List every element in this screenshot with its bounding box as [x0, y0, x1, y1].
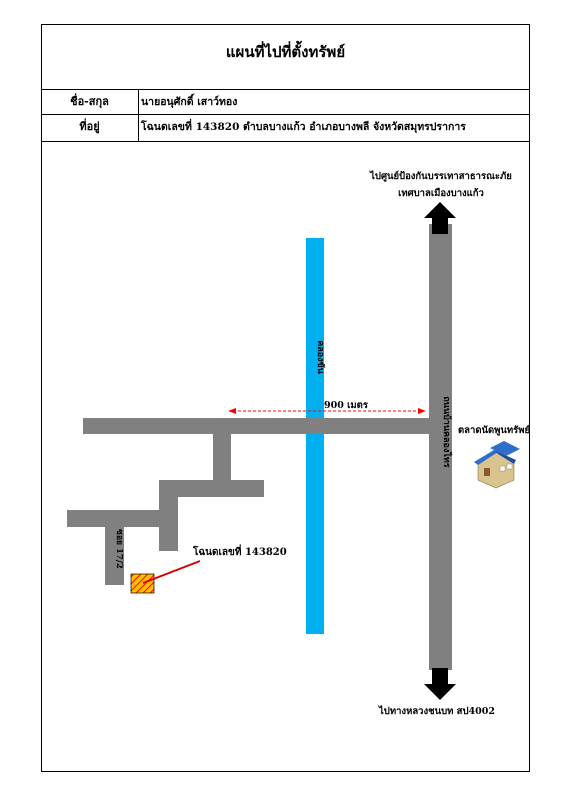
north-direction-line2: เทศบาลเมืองบางแก้ว — [398, 187, 484, 199]
north-direction-line1: ไปศูนย์ป้องกันบรรเทาสาธารณะภัย — [369, 170, 512, 183]
canal-label: คลองขัน — [315, 340, 326, 374]
divider — [138, 89, 139, 141]
divider — [41, 141, 530, 142]
arrow-up-icon — [424, 202, 456, 234]
divider — [41, 89, 530, 90]
main-road — [429, 224, 452, 670]
plot-label: โฉนดเลขที่ 143820 — [192, 544, 287, 558]
main-road-label: ถนนบ้านคลองไทร — [441, 396, 453, 467]
building-icon — [474, 441, 520, 489]
canal — [306, 238, 324, 634]
name-label: ชื่อ-สกุล — [70, 95, 109, 108]
soi-road — [105, 510, 124, 585]
divider — [41, 114, 530, 115]
plot-pointer — [142, 560, 201, 584]
distance-label: 900 เมตร — [324, 400, 369, 411]
address-label: ที่อยู่ — [79, 120, 100, 133]
map-frame — [41, 24, 530, 772]
south-direction: ไปทางหลวงชนบท สป4002 — [378, 705, 495, 717]
horizontal-road — [83, 418, 452, 434]
address-value: โฉนดเลขที่ 143820 ตำบลบางแก้ว อำเภอบางพล… — [141, 121, 466, 133]
market-label: ตลาดนัดพูนทรัพย์ — [458, 424, 530, 437]
distance-arrowhead — [228, 408, 236, 414]
soi-label: ซอย 17/2 — [114, 529, 124, 569]
page-title: แผนที่ไปที่ตั้งทรัพย์ — [225, 43, 346, 61]
name-value: นายอนุศักดิ์ เสาว์ทอง — [141, 96, 238, 108]
branch-road — [213, 432, 231, 480]
distance-arrowhead — [418, 408, 426, 414]
arrow-down-icon — [424, 668, 456, 700]
property-plot — [130, 573, 155, 594]
branch-road — [159, 480, 264, 497]
